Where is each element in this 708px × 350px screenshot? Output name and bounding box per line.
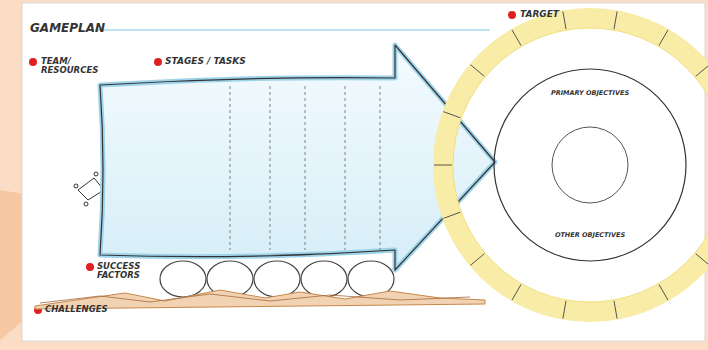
target-ring: TARGET PRIMARY OBJECTIVES OTHER OBJECTIVES [435, 10, 708, 320]
challenges-terrain [40, 294, 470, 303]
target-heading: TARGET [520, 10, 559, 19]
team-resources-label: TEAM/ RESOURCES [41, 57, 103, 75]
other-objectives: OTHER OBJECTIVES [525, 232, 655, 239]
primary-objectives: PRIMARY OBJECTIVES [525, 90, 655, 97]
objectives-circle: PRIMARY OBJECTIVES OTHER OBJECTIVES [493, 68, 687, 262]
red-bullet [154, 58, 162, 66]
stage-heading: STAGES / TASKS [165, 57, 246, 66]
diagram-title: GAMEPLAN [30, 22, 105, 35]
success-factor-ovals [160, 261, 394, 297]
challenges-label: CHALLENGES [45, 305, 108, 314]
success-factors-label: SUCCESS FACTORS [97, 262, 149, 280]
title-underline [95, 29, 490, 31]
template-card [22, 3, 705, 341]
red-bullet [29, 58, 37, 66]
red-bullet [508, 11, 516, 19]
target-ring-outline [435, 10, 708, 320]
red-bullet [86, 263, 94, 271]
